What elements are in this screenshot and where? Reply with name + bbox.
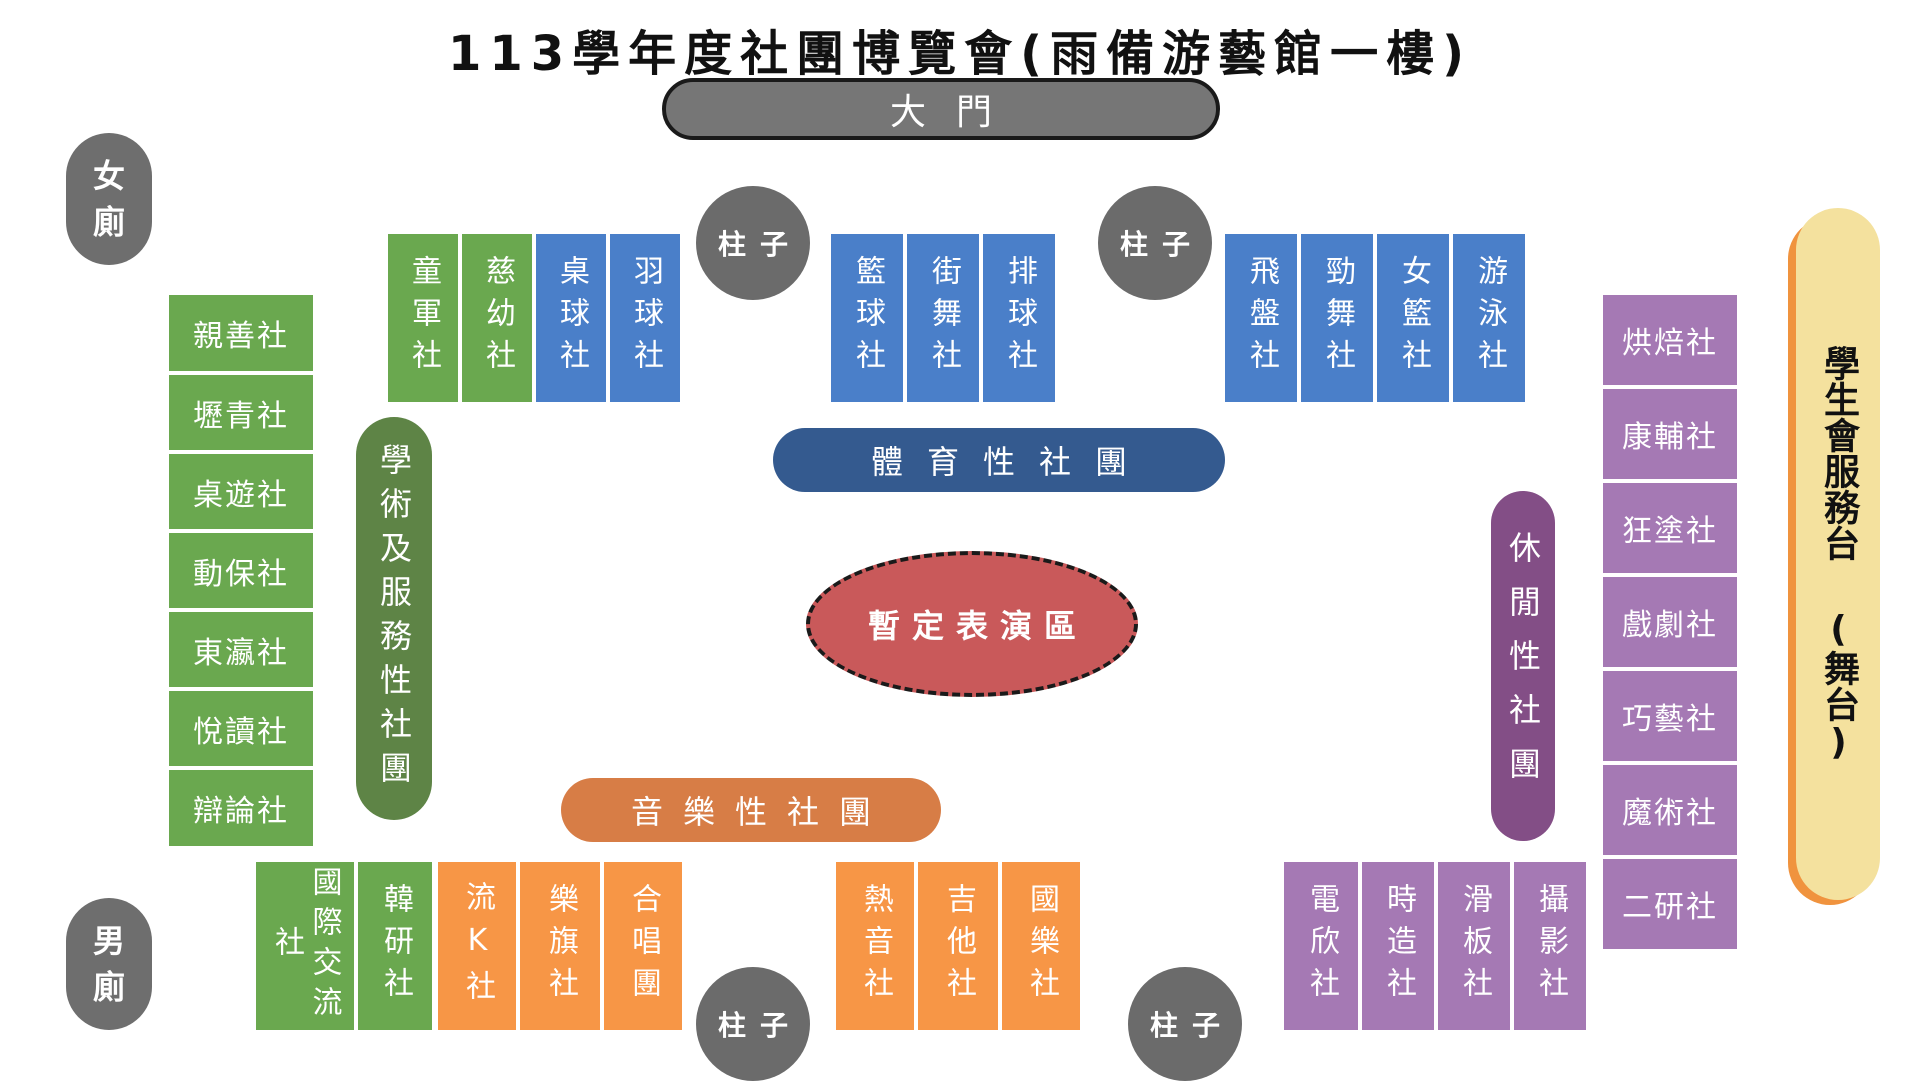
- academic-service-clubs-label: 學術及服務性社團: [356, 417, 432, 820]
- pillar-bottom-left: 柱子: [696, 967, 810, 1081]
- booth-badminton: 羽球社: [608, 232, 682, 404]
- booth-volleyball: 排球社: [981, 232, 1057, 404]
- men-toilet-label-2: 廁: [92, 968, 125, 1006]
- student-council-service-desk: 學生會服務台 (舞台): [1796, 208, 1880, 900]
- booth-guitar: 吉他社: [916, 860, 1000, 1032]
- pillar-bottom-right: 柱子: [1128, 967, 1242, 1081]
- booth-choir: 合唱團: [602, 860, 684, 1032]
- booth-table-tennis: 桌球社: [534, 232, 608, 404]
- booth-kangfu: 康輔社: [1601, 387, 1739, 481]
- booth-scouts: 童軍社: [386, 232, 460, 404]
- booth-rock-music: 熱音社: [834, 860, 916, 1032]
- booth-frisbee: 飛盤社: [1223, 232, 1299, 404]
- booth-women-basketball: 女籃社: [1375, 232, 1451, 404]
- booth-flag-band: 樂旗社: [518, 860, 602, 1032]
- booth-chinese-music: 國樂社: [1000, 860, 1082, 1032]
- booth-drama: 戲劇社: [1601, 575, 1739, 669]
- booth-electronics: 電欣社: [1282, 860, 1360, 1032]
- women-toilet: 女 廁: [66, 133, 152, 265]
- booth-swimming: 游泳社: [1451, 232, 1527, 404]
- service-desk-label: 學生會服務台: [1818, 345, 1859, 561]
- booth-dongying: 東瀛社: [167, 610, 315, 689]
- sports-clubs-label: 體育性社團: [773, 428, 1225, 492]
- booth-board-games: 桌遊社: [167, 452, 315, 531]
- page-title: 113學年度社團博覽會(雨備游藝館一樓): [447, 26, 1473, 82]
- booth-goodwill: 親善社: [167, 293, 315, 373]
- men-toilet-label-1: 男: [92, 921, 125, 960]
- booth-animal-protection: 動保社: [167, 531, 315, 610]
- booth-debate: 辯論社: [167, 768, 315, 848]
- booth-graffiti: 狂塗社: [1601, 481, 1739, 575]
- booth-magic: 魔術社: [1601, 763, 1739, 857]
- booth-liqing: 壢青社: [167, 373, 315, 452]
- booth-ciyou: 慈幼社: [460, 232, 534, 404]
- performance-area: 暫定表演區: [806, 551, 1138, 697]
- booth-korean-studies: 韓研社: [356, 860, 434, 1032]
- stage-note: (舞台): [1818, 609, 1859, 763]
- booth-secondary-research: 二研社: [1601, 857, 1739, 951]
- booth-skateboard: 滑板社: [1436, 860, 1512, 1032]
- pillar-top-left: 柱子: [696, 186, 810, 300]
- music-clubs-label: 音樂性社團: [561, 778, 941, 842]
- women-toilet-label-1: 女: [92, 156, 125, 195]
- booth-reading: 悅讀社: [167, 689, 315, 768]
- booth-jing-dance: 勁舞社: [1299, 232, 1375, 404]
- main-gate: 大門: [662, 78, 1220, 140]
- booth-street-dance: 街舞社: [905, 232, 981, 404]
- booth-basketball: 籃球社: [829, 232, 905, 404]
- leisure-clubs-label: 休閒性社團: [1491, 491, 1555, 841]
- pillar-top-right: 柱子: [1098, 186, 1212, 300]
- booth-fashion: 時造社: [1360, 860, 1436, 1032]
- booth-baking: 烘焙社: [1601, 293, 1739, 387]
- booth-crafts: 巧藝社: [1601, 669, 1739, 763]
- booth-international-exchange: 國際交流社: [254, 860, 356, 1032]
- booth-photography: 攝影社: [1512, 860, 1588, 1032]
- women-toilet-label-2: 廁: [92, 203, 125, 241]
- men-toilet: 男 廁: [66, 898, 152, 1030]
- booth-karaoke: 流K社: [436, 860, 518, 1032]
